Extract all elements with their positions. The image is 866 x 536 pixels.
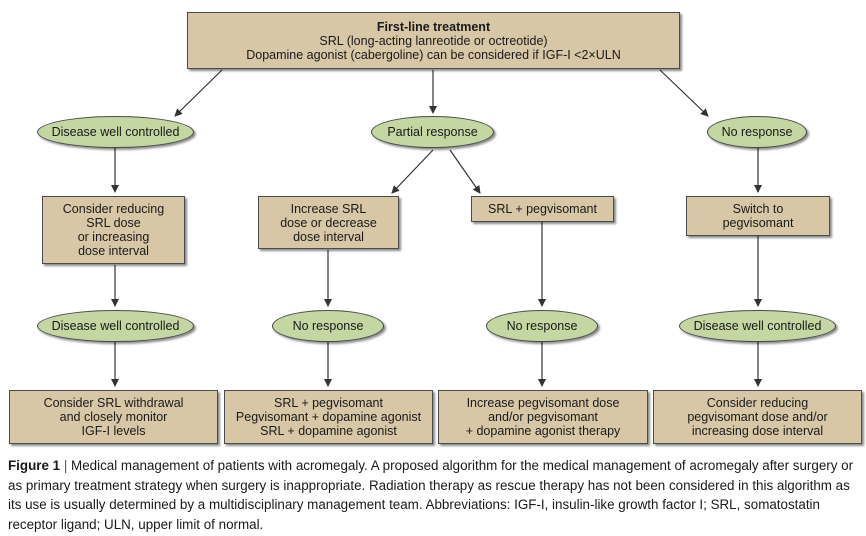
box-increase-pegvisomant: Increase pegvisomant dose and/or pegviso… [438, 390, 648, 444]
first-line-dopamine: Dopamine agonist (cabergoline) can be co… [246, 47, 621, 62]
figure-caption: Figure 1 | Medical management of patient… [8, 456, 860, 534]
box-consider-reducing-srl: Consider reducing SRL dose or increasing… [42, 196, 185, 264]
box-consider-reducing-pegvisomant: Consider reducing pegvisomant dose and/o… [653, 390, 862, 444]
oval-no-response-3: No response [486, 310, 598, 342]
figure-label: Figure 1 [8, 458, 61, 473]
oval-no-response-1: No response [707, 116, 807, 148]
box-srl-plus-pegvisomant: SRL + pegvisomant [471, 196, 614, 222]
arrow-l1middle-to-box-b [391, 149, 434, 194]
caption-text: Medical management of patients with acro… [8, 458, 854, 532]
box-switch-to-pegvisomant: Switch to pegvisomant [686, 196, 830, 236]
arrow-l1middle-to-box-c [449, 149, 481, 194]
arrow-top-to-right [659, 69, 709, 117]
first-line-srl: SRL (long-acting lanreotide or octreotid… [319, 33, 548, 48]
box-consider-srl-withdrawal: Consider SRL withdrawal and closely moni… [9, 390, 218, 444]
flow-arrows [111, 69, 762, 387]
box-increase-srl-dose: Increase SRL dose or decrease dose inter… [258, 196, 399, 249]
oval-partial-response: Partial response [371, 116, 494, 148]
oval-no-response-2: No response [272, 310, 384, 342]
oval-disease-well-controlled-1: Disease well controlled [37, 116, 194, 148]
arrow-top-to-left [174, 69, 223, 117]
treatment-flowchart: First-line treatment SRL (long-acting la… [9, 12, 862, 444]
first-line-treatment-box: First-line treatment SRL (long-acting la… [187, 12, 680, 69]
oval-disease-well-controlled-3: Disease well controlled [679, 310, 836, 342]
box-combination-options: SRL + pegvisomant Pegvisomant + dopamine… [224, 390, 433, 444]
caption-separator: | [63, 458, 68, 473]
oval-disease-well-controlled-2: Disease well controlled [37, 310, 194, 342]
first-line-title: First-line treatment [376, 19, 491, 34]
